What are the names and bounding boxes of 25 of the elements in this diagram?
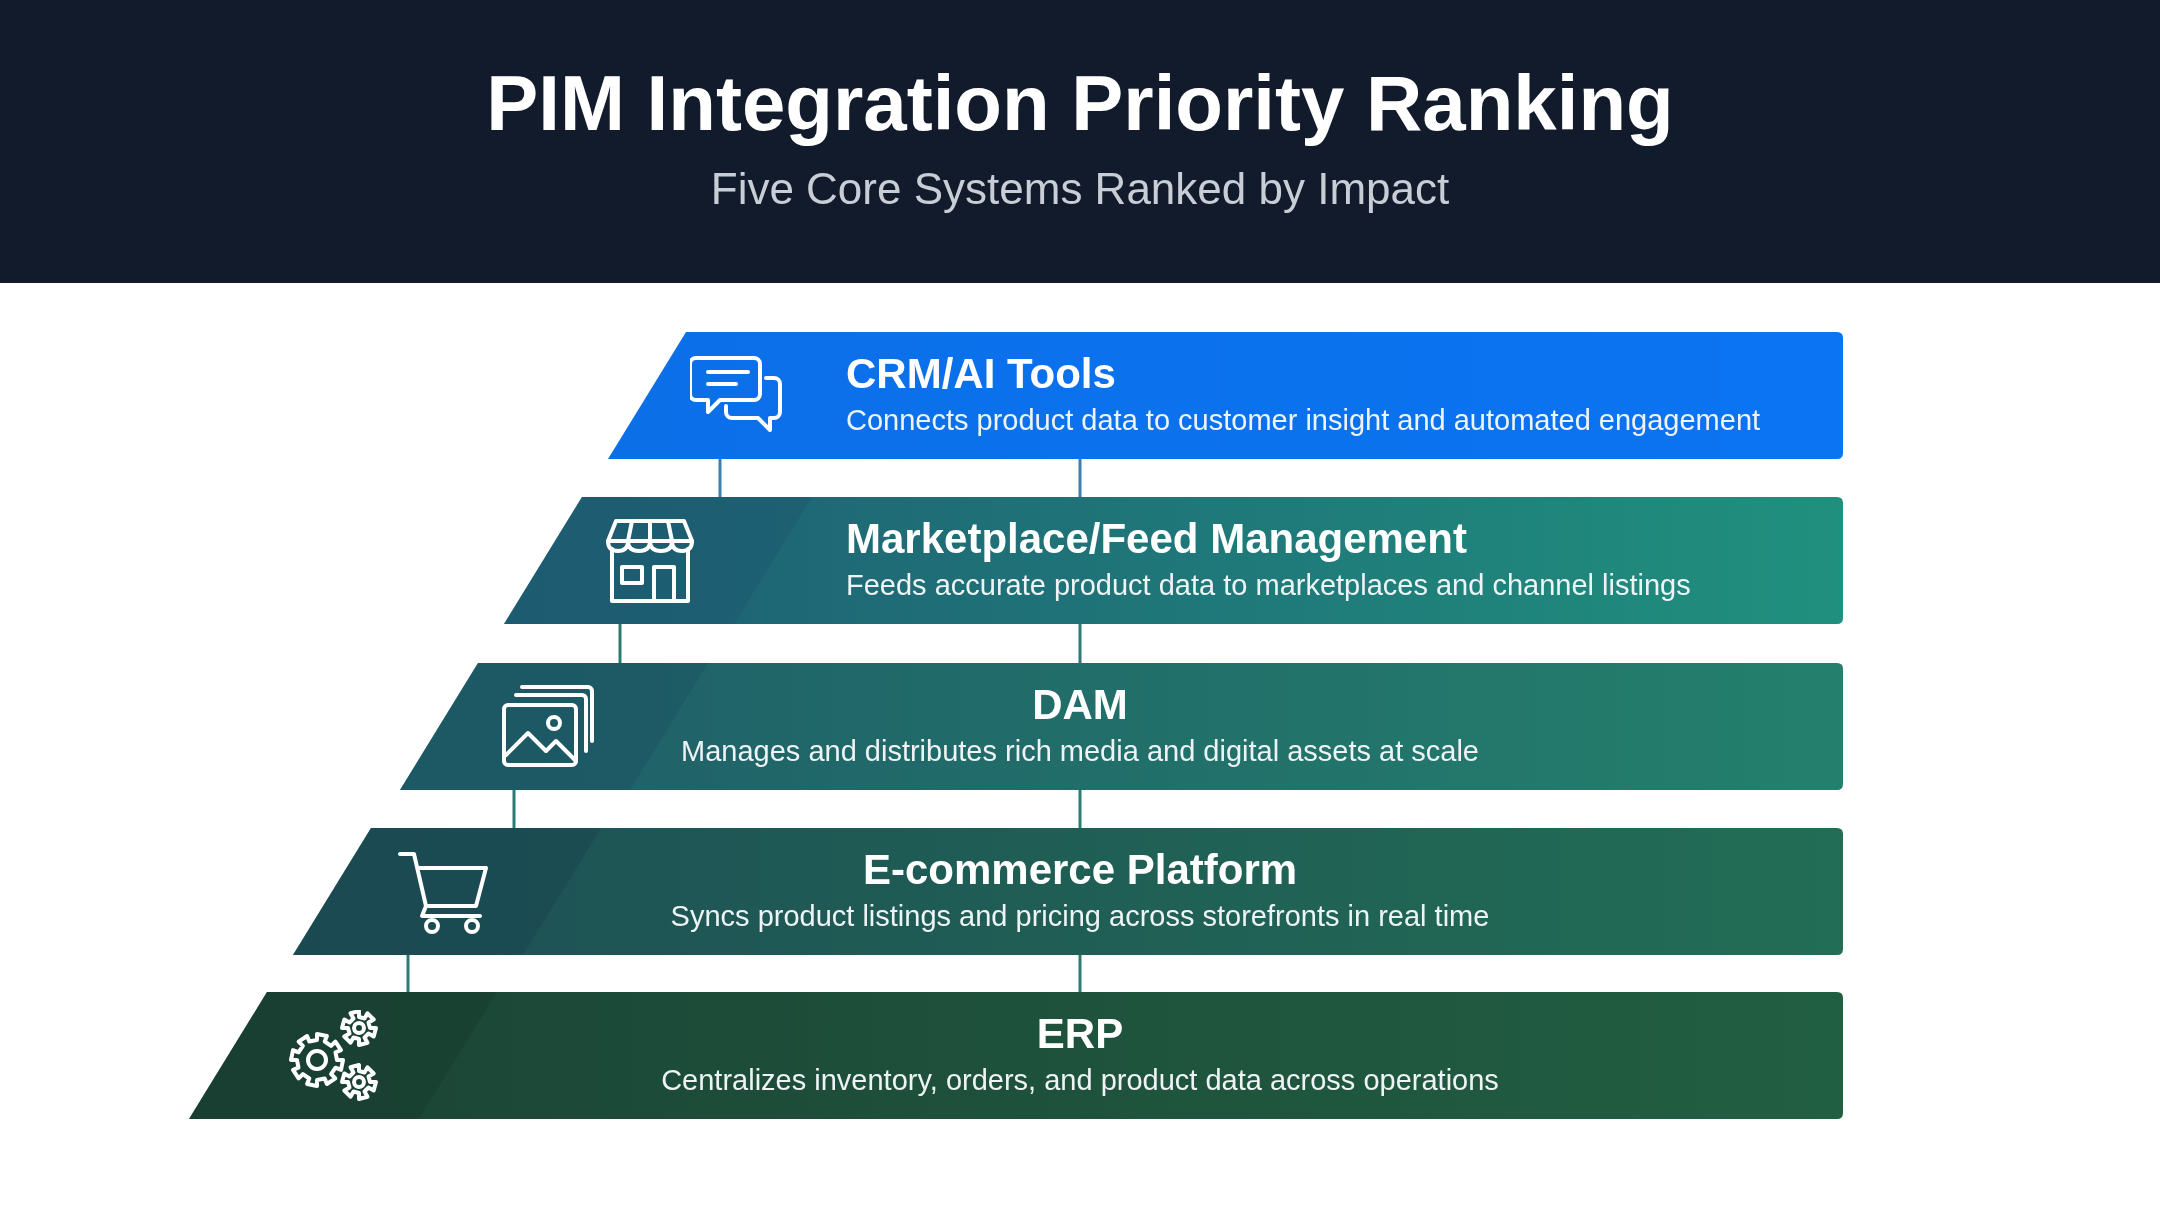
connector-line — [1078, 790, 1082, 828]
ranking-band — [608, 332, 1843, 459]
band-title: DAM — [1032, 681, 1128, 729]
connector-line — [512, 790, 516, 828]
band-description: Manages and distributes rich media and digital assets at scale — [681, 735, 1479, 768]
band-description: Connects product data to customer insight and automated engagement — [846, 404, 1761, 437]
band-description: Syncs product listings and pricing across storefronts in real time — [670, 900, 1490, 933]
ranking-band — [189, 992, 1843, 1119]
band-title: ERP — [1036, 1010, 1124, 1058]
connector-line — [1078, 624, 1082, 663]
ranking-band — [504, 497, 1843, 624]
band-title: CRM/AI Tools — [846, 350, 1116, 398]
connector-line — [1078, 955, 1082, 992]
connector-line — [1078, 459, 1082, 497]
connector-line — [618, 624, 622, 663]
ranking-band — [293, 828, 1843, 955]
connector-line — [406, 955, 410, 992]
title: PIM Integration Priority Ranking — [485, 58, 1675, 149]
band-description: Feeds accurate product data to marketplaces and channel listings — [846, 569, 1691, 602]
subtitle: Five Core Systems Ranked by Impact — [709, 164, 1451, 214]
band-title: Marketplace/Feed Management — [846, 515, 1467, 563]
band-title: E-commerce Platform — [862, 846, 1298, 894]
ranking-band — [400, 663, 1843, 790]
connector-line — [718, 459, 722, 497]
band-description: Centralizes inventory, orders, and product data across operations — [661, 1064, 1499, 1097]
